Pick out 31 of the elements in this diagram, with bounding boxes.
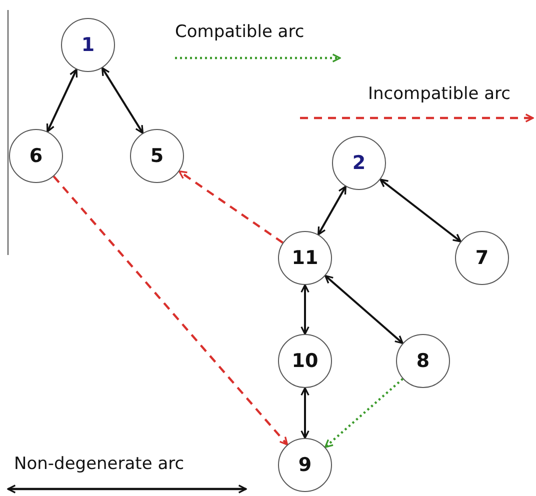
arrow [317,186,347,236]
node-label: 1 [81,34,95,56]
arrow [324,378,404,448]
node-circle [332,136,386,190]
legend-label: Incompatible arc [368,84,510,104]
arrow [101,67,144,134]
node-circle [278,231,332,285]
node-label: 5 [150,145,164,167]
arrow [324,274,404,344]
arrow [300,284,310,335]
arrow [52,176,288,446]
arrow [300,387,310,439]
node-label: 6 [29,145,43,167]
node-label: 10 [292,350,318,372]
node-label: 7 [475,247,489,269]
legend-label: Compatible arc [175,22,304,42]
node-circle [61,18,115,72]
node-circle [455,231,509,285]
arrow [178,170,284,244]
node-circle [278,438,332,492]
node-circle [130,129,184,183]
arrow [380,178,462,242]
node-label: 11 [292,247,318,269]
node-label: 2 [352,152,366,174]
legend-label: Non-degenerate arc [14,454,184,474]
node-label: 8 [416,350,430,372]
node-label: 9 [298,454,312,476]
arrow [46,68,78,132]
node-circle [396,334,450,388]
node-circle [278,334,332,388]
node-circle [9,129,63,183]
